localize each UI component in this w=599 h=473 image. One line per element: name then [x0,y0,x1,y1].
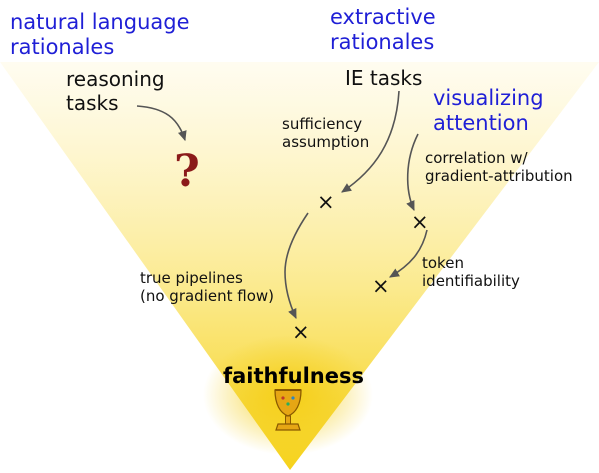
edge-label-token-text: token identifiability [422,254,520,290]
edge-label-token: token identifiability [422,254,520,290]
cross-mark-extractive: × [317,190,335,214]
cross-mark-pipeline: × [292,320,310,344]
task-reasoning: reasoning tasks [66,67,165,115]
category-extractive-rationales: extractive rationales [330,5,436,55]
cross-mark-token: × [372,274,390,298]
arrow-cross-extractive-to-cross-pipeline [284,212,309,320]
edge-label-sufficiency: sufficiency assumption [282,115,370,151]
arrow-cross-attention-to-cross-token [389,229,428,278]
arrow-attention-to-cross-attention [406,133,419,212]
unknown-question-mark: ? [174,146,200,197]
edge-label-pipelines: true pipelines (no gradient flow) [140,269,275,305]
category-attention-text: visualizing attention [433,86,544,135]
trophy-grail-icon [274,389,302,431]
category-natural-language-rationales: natural language rationales [10,10,190,60]
edge-label-correlation-text: correlation w/ gradient-attribution [425,149,573,185]
task-reasoning-text: reasoning tasks [66,67,165,115]
edge-label-correlation: correlation w/ gradient-attribution [425,149,573,185]
category-extractive-text: extractive rationales [330,5,436,54]
funnel-triangle [0,62,599,470]
arrow-ie-to-cross-extractive [341,90,400,193]
arrow-reasoning-to-unknown [136,105,187,142]
task-ie-text: IE tasks [345,66,423,90]
category-visualizing-attention: visualizing attention [433,86,544,136]
category-natural-language-text: natural language rationales [10,10,190,59]
goal-faithfulness: faithfulness [223,364,364,388]
edge-label-pipelines-text: true pipelines (no gradient flow) [140,269,275,305]
edge-label-sufficiency-text: sufficiency assumption [282,115,370,151]
cross-mark-attention: × [411,210,429,234]
task-ie: IE tasks [345,66,423,91]
